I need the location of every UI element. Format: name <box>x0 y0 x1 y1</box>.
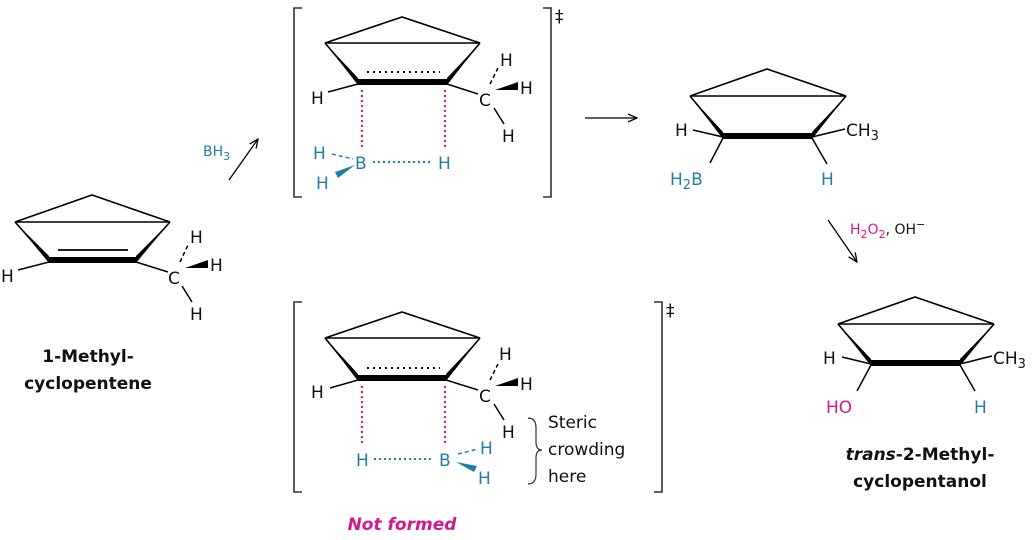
product-name-line1: trans-2-Methyl- <box>846 445 995 465</box>
ts-top-h-bottom: H <box>502 127 515 147</box>
product-h-left: H <box>823 349 836 369</box>
reagent-h2o2-oh: H2O2, OH− <box>850 218 925 241</box>
product-molecule: H CH3 HO H <box>823 296 1026 418</box>
intermediate-h-bottom: H <box>821 170 834 190</box>
transition-state-bottom: ‡ H C H H H H B H H Steric crowding here <box>293 301 675 493</box>
ts-bottom-h-top: H <box>499 345 512 365</box>
bracket-left <box>293 7 302 198</box>
ts-top-h-right: H <box>520 79 533 99</box>
reactant-h-right: H <box>210 256 223 276</box>
ts-top-h-top: H <box>500 51 513 71</box>
ts-top-bh-top: H <box>313 144 326 164</box>
ts-top-h-transfer: H <box>438 154 451 174</box>
ts-top-h-left: H <box>311 89 324 109</box>
not-formed-label: Not formed <box>348 515 458 535</box>
ts-top-carbon: C <box>479 91 491 111</box>
reagent-bh3: BH3 <box>203 144 230 163</box>
transition-state-top: ‡ H C H H H B H H H <box>293 7 564 198</box>
arrow-up-icon <box>228 139 258 181</box>
product-ch3: CH3 <box>993 349 1026 372</box>
bracket-left <box>293 301 302 493</box>
product-hydroxyl: HO <box>826 398 852 418</box>
steric-note-line3: here <box>548 467 586 487</box>
ts-bottom-bh-top: H <box>480 439 493 459</box>
intermediate-molecule: H CH3 H2B H <box>670 68 879 193</box>
product-h-bottom: H <box>974 398 987 418</box>
reactant-h-bottom: H <box>190 305 203 325</box>
intermediate-ch3: CH3 <box>846 121 879 144</box>
intermediate-h-left: H <box>675 121 688 141</box>
reactant-h-top: H <box>190 228 203 248</box>
ts-bottom-carbon: C <box>479 387 491 407</box>
arrow-down-icon <box>827 219 857 262</box>
ts-top-bh-bottom: H <box>316 174 329 194</box>
reactant-molecule: H C H H H <box>1 194 223 325</box>
reactant-name-line2: cyclopentene <box>24 374 152 394</box>
reactant-name-line1: 1-Methyl- <box>42 347 134 367</box>
bracket-right <box>543 7 552 198</box>
reactant-carbon: C <box>168 269 180 289</box>
dagger-symbol: ‡ <box>666 301 675 321</box>
bracket-right <box>654 301 663 493</box>
ts-bottom-h-transfer: H <box>356 451 369 471</box>
product-name-line2: cyclopentanol <box>853 472 987 492</box>
ts-bottom-boron: B <box>439 451 451 471</box>
ts-bottom-h-bottom: H <box>502 423 515 443</box>
steric-note-line1: Steric <box>548 413 597 433</box>
reactant-h-left: H <box>1 267 14 287</box>
steric-note-line2: crowding <box>548 440 625 460</box>
ts-bottom-h-right: H <box>520 375 533 395</box>
dagger-symbol: ‡ <box>555 7 564 27</box>
ts-bottom-h-left: H <box>311 383 324 403</box>
brace-icon <box>527 417 543 485</box>
ts-top-boron: B <box>355 154 367 174</box>
intermediate-h2b: H2B <box>670 170 703 193</box>
ts-bottom-bh-bottom: H <box>478 469 491 489</box>
